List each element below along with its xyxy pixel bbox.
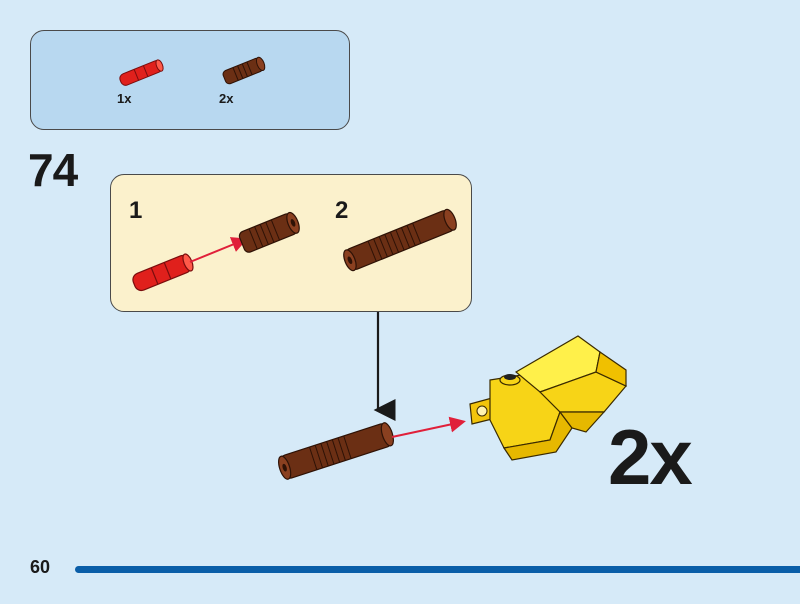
- parts-list-illustration: [119, 56, 266, 86]
- substep-1-insert-arrow: [189, 237, 248, 263]
- substep-2-pin-assembly: [343, 208, 457, 272]
- main-pin-assembly: [278, 422, 394, 480]
- parts-list-box: 1x 2x: [30, 30, 350, 130]
- yellow-beak-piece: [469, 335, 627, 461]
- build-multiplier: 2x: [608, 413, 693, 501]
- substep-1-label: 1: [129, 197, 143, 224]
- attach-arrow: [391, 416, 466, 438]
- page-progress-bar: [75, 566, 800, 573]
- red-connector-count: 1x: [117, 91, 132, 106]
- brown-pin-icon: [222, 56, 266, 85]
- substep-1-brown-pin: [238, 211, 300, 253]
- substep-1-red-connector: [132, 253, 194, 292]
- red-axle-connector-icon: [119, 59, 164, 86]
- substep-2-label: 2: [335, 197, 349, 224]
- step-number: 74: [28, 144, 78, 196]
- page-number: 60: [30, 557, 51, 577]
- brown-pin-count: 2x: [219, 91, 234, 106]
